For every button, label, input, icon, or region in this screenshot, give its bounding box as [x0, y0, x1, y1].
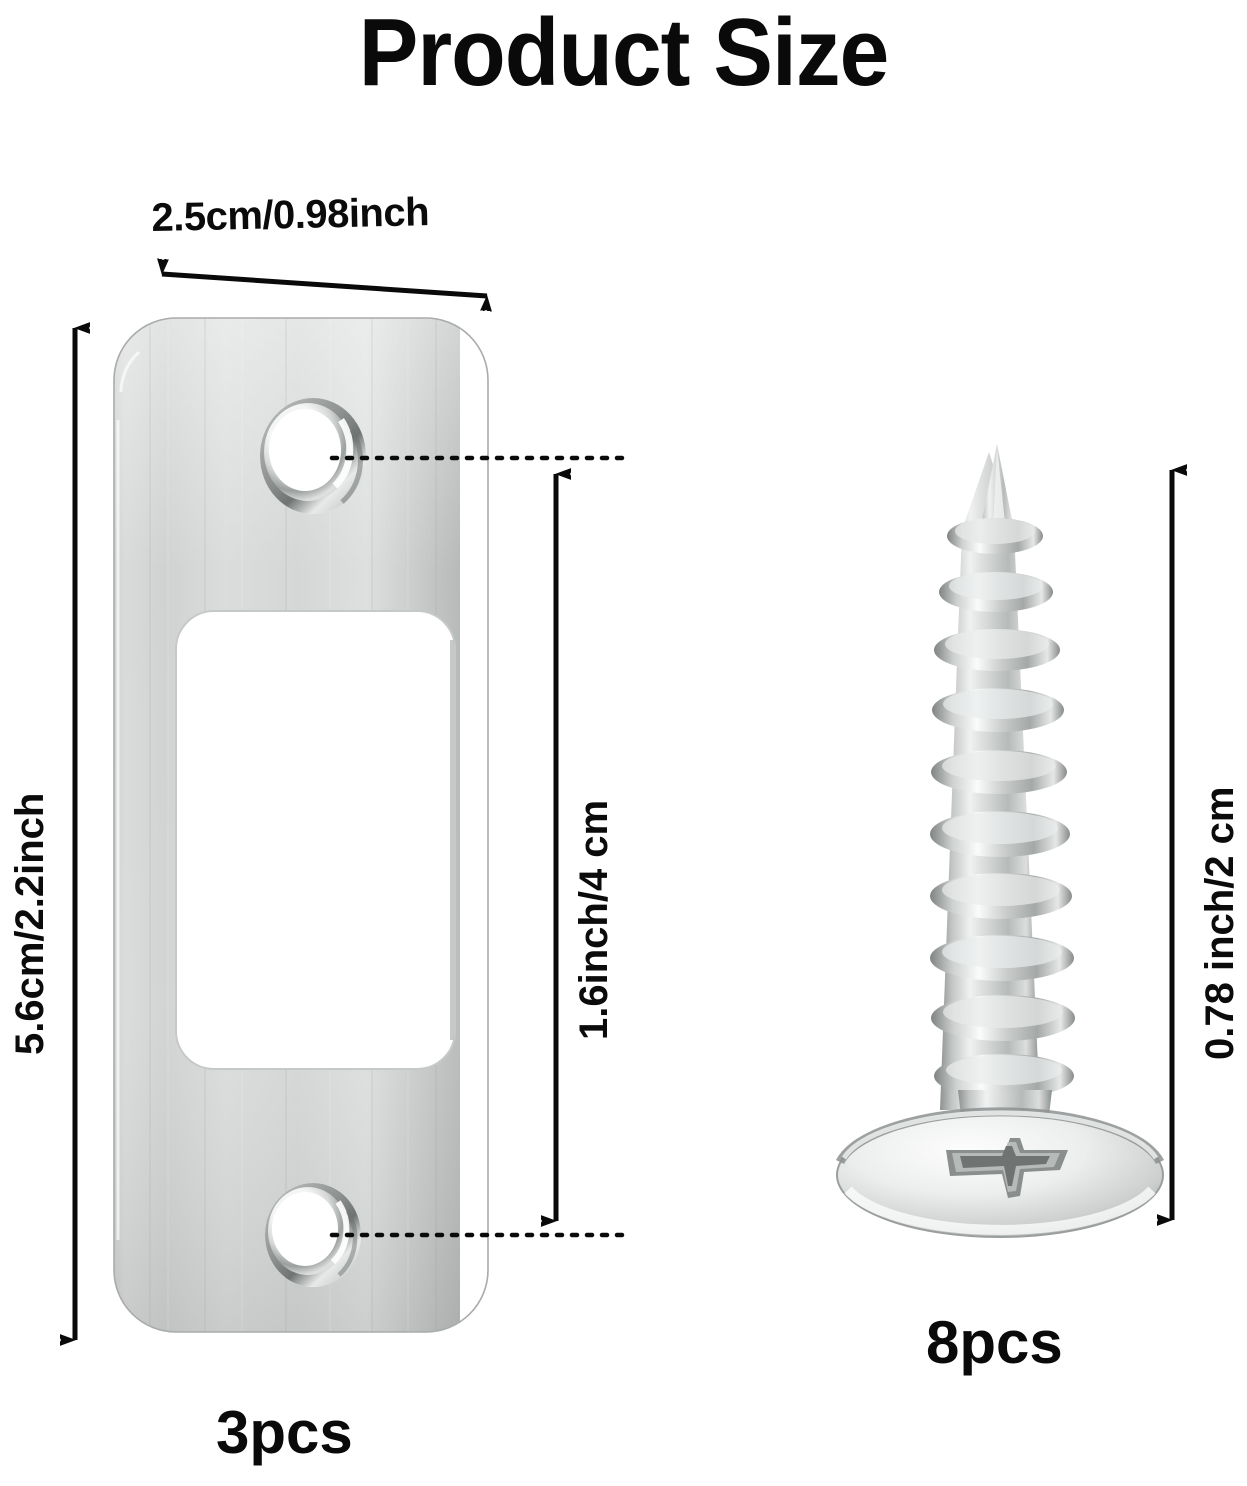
screw-threads	[930, 518, 1075, 1098]
screw-head	[835, 1107, 1165, 1238]
plate-height-label: 5.6cm/2.2inch	[8, 792, 52, 1055]
plate-cutout	[175, 610, 456, 1070]
plate-width-label: 2.5cm/0.98inch	[151, 190, 430, 240]
plate-screw-hole-bottom	[265, 1183, 361, 1287]
plate-hole-spacing-label: 1.6inch/4 cm	[572, 799, 616, 1040]
screw-quantity-label: 8pcs	[926, 1309, 1063, 1376]
width-dimension-arrow	[162, 274, 487, 296]
plate-quantity-label: 3pcs	[216, 1399, 353, 1466]
screw-graphic	[835, 444, 1165, 1238]
screw-length-label: 0.78 inch/2 cm	[1198, 786, 1242, 1060]
phillips-cross-icon	[946, 1138, 1068, 1198]
hole-leader-lines	[329, 455, 630, 1238]
strike-plate-graphic	[100, 300, 489, 1380]
plate-screw-hole-top	[260, 398, 366, 514]
page-title: Product Size	[358, 0, 890, 106]
